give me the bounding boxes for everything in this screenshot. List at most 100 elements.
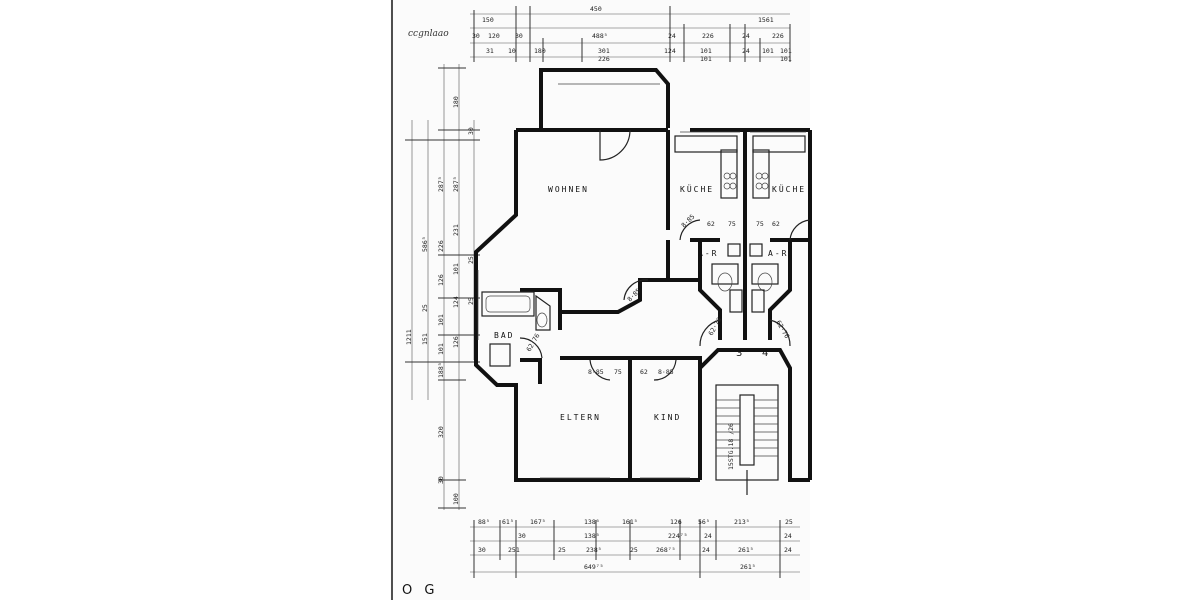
svg-text:62: 62	[772, 220, 780, 228]
svg-text:101: 101	[700, 55, 712, 63]
room-label-ar-right: A-R	[768, 249, 788, 258]
svg-text:167⁵: 167⁵	[530, 518, 546, 526]
kitchen-right-counter	[752, 135, 806, 199]
svg-text:75: 75	[728, 220, 736, 228]
svg-text:25: 25	[558, 546, 566, 554]
room-label-bad: BAD	[494, 331, 514, 340]
bottom-dimension-chains: 88⁵ 61⁵ 167⁵ 138⁵ 161⁵ 126 56⁵ 213⁵ 25 3…	[470, 518, 800, 578]
svg-text:56⁵: 56⁵	[698, 518, 710, 526]
svg-text:226: 226	[702, 32, 714, 40]
svg-text:31: 31	[486, 47, 494, 55]
handwritten-note: ccgnlaao	[408, 29, 449, 39]
svg-text:180: 180	[534, 47, 546, 55]
balcony	[539, 68, 670, 128]
svg-text:226: 226	[772, 32, 784, 40]
svg-text:101: 101	[700, 47, 712, 55]
stair-label: 15STG.18 /26	[727, 423, 735, 470]
room-label-wohnen: WOHNEN	[548, 185, 589, 194]
svg-text:24: 24	[742, 47, 750, 55]
svg-text:24: 24	[784, 532, 792, 540]
svg-text:126: 126	[437, 274, 445, 286]
svg-text:10: 10	[508, 47, 516, 55]
svg-text:25: 25	[785, 518, 793, 526]
stair-number-3: 3	[736, 348, 742, 359]
svg-text:151: 151	[421, 333, 429, 345]
svg-text:268⁷⁵: 268⁷⁵	[656, 546, 676, 554]
svg-text:88⁵: 88⁵	[478, 518, 490, 526]
svg-text:75: 75	[756, 220, 764, 228]
svg-text:238⁵: 238⁵	[586, 546, 602, 554]
svg-text:30: 30	[478, 546, 486, 554]
svg-text:261⁵: 261⁵	[740, 563, 756, 571]
svg-text:231: 231	[452, 224, 460, 236]
svg-text:261⁵: 261⁵	[738, 546, 754, 554]
svg-text:25: 25	[467, 256, 475, 264]
svg-text:61⁵: 61⁵	[502, 518, 514, 526]
svg-text:320: 320	[437, 426, 445, 438]
svg-text:649⁷⁵: 649⁷⁵	[584, 563, 604, 571]
svg-text:8·85: 8·85	[658, 368, 674, 376]
svg-text:213⁵: 213⁵	[734, 518, 750, 526]
svg-text:226: 226	[598, 55, 610, 63]
svg-text:138⁵: 138⁵	[584, 532, 600, 540]
svg-text:224⁷⁵: 224⁷⁵	[668, 532, 688, 540]
svg-text:25: 25	[421, 304, 429, 312]
svg-text:24: 24	[668, 32, 676, 40]
door-swings	[519, 129, 811, 381]
room-label-kueche-left: KÜCHE	[680, 184, 714, 194]
svg-text:30: 30	[467, 127, 475, 135]
svg-text:24: 24	[704, 532, 712, 540]
kitchen-left-counter	[674, 135, 738, 199]
svg-text:30: 30	[472, 32, 480, 40]
svg-text:1211: 1211	[405, 329, 413, 345]
wc-right	[751, 263, 779, 313]
svg-text:101: 101	[780, 47, 792, 55]
svg-text:126: 126	[670, 518, 682, 526]
top-dimension-chains: 150 450 1561 30 120 30 488⁵ 24 226 24 22…	[470, 5, 792, 63]
hall-sinks	[727, 243, 763, 257]
wc-left	[711, 263, 743, 313]
svg-text:124: 124	[452, 296, 460, 308]
room-label-eltern: ELTERN	[560, 413, 601, 422]
svg-text:24: 24	[742, 32, 750, 40]
svg-text:30: 30	[518, 532, 526, 540]
svg-text:188⁵: 188⁵	[437, 362, 445, 378]
stairwell: 15STG.18 /26	[715, 384, 779, 495]
svg-text:25: 25	[467, 297, 475, 305]
room-label-ar-left: A-R	[698, 249, 718, 258]
stair-number-4: 4	[762, 348, 768, 359]
svg-text:161⁵: 161⁵	[622, 518, 638, 526]
paper-area	[390, 0, 810, 600]
svg-text:488⁵: 488⁵	[592, 32, 608, 40]
svg-text:75: 75	[614, 368, 622, 376]
svg-text:101: 101	[437, 343, 445, 355]
bad-fixtures	[489, 294, 551, 367]
svg-text:101: 101	[437, 314, 445, 326]
svg-text:124: 124	[664, 47, 676, 55]
svg-text:126: 126	[452, 336, 460, 348]
svg-text:1561: 1561	[758, 16, 774, 24]
svg-text:30: 30	[515, 32, 523, 40]
svg-text:251: 251	[508, 546, 520, 554]
bathtub	[481, 291, 535, 317]
svg-text:150: 150	[482, 16, 494, 24]
svg-text:226: 226	[437, 240, 445, 252]
svg-text:101: 101	[780, 55, 792, 63]
svg-text:62: 62	[640, 368, 648, 376]
svg-text:8·85: 8·85	[588, 368, 604, 376]
window-markers	[477, 131, 806, 479]
svg-text:25: 25	[630, 546, 638, 554]
left-dimension-chains: 1211 586⁵ 151 25 287⁵ 226 126 101 101 18…	[405, 64, 480, 510]
svg-text:450: 450	[590, 5, 602, 13]
floor-label: O G	[402, 583, 438, 598]
svg-text:287⁵: 287⁵	[452, 176, 460, 192]
svg-text:301: 301	[598, 47, 610, 55]
svg-text:101: 101	[452, 263, 460, 275]
svg-text:287⁵: 287⁵	[437, 176, 445, 192]
svg-text:30: 30	[437, 476, 445, 484]
svg-text:24: 24	[784, 546, 792, 554]
room-label-kind: KIND	[654, 413, 681, 422]
svg-text:586⁵: 586⁵	[421, 236, 429, 252]
svg-text:100: 100	[452, 493, 460, 505]
